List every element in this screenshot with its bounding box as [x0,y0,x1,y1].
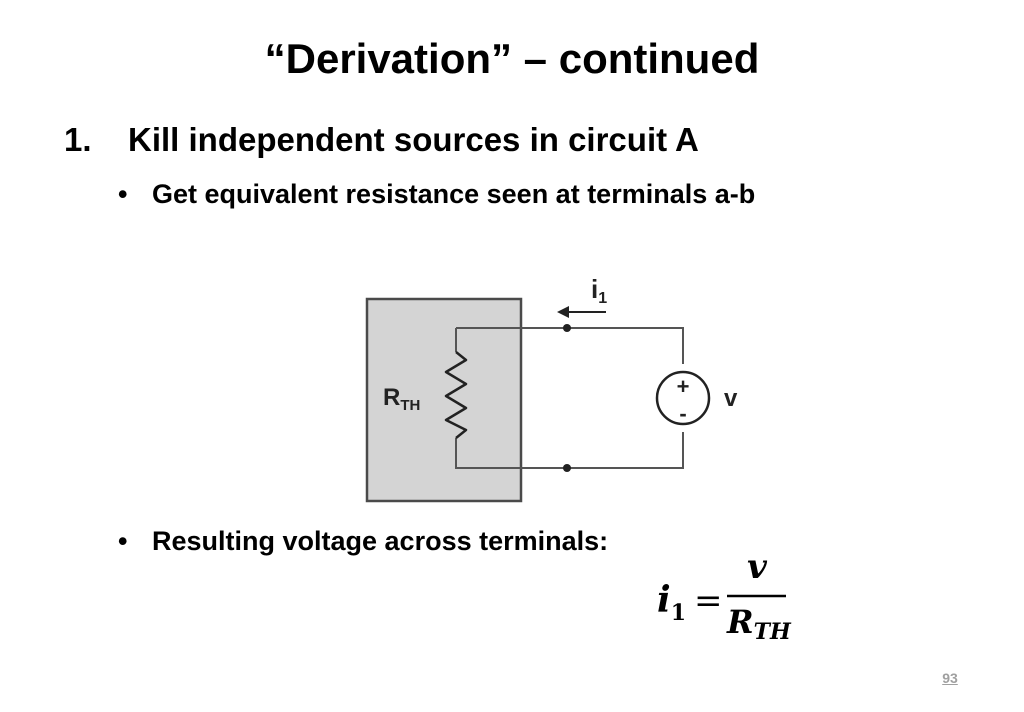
bullet-marker: • [118,526,128,556]
resistor-rth [444,351,468,439]
step-1: 1. Kill independent sources in circuit A [64,123,699,156]
voltage-source [655,370,711,426]
slide-title: “Derivation” – continued [264,35,760,82]
bullet-equivalent-resistance: • Get equivalent resistance seen at termi… [118,181,755,208]
terminal-a [563,324,571,332]
equation-denominator: RTH [726,603,792,645]
equation-numerator: v [747,547,768,587]
step-text: Kill independent sources in circuit A [128,121,699,158]
source-minus: - [679,401,686,426]
bullet-text: Resulting voltage across terminals: [152,526,609,556]
terminal-b [563,464,571,472]
bullet-marker: • [118,179,128,209]
source-label: v [724,385,738,412]
source-plus: + [677,374,690,399]
top-wire [456,327,684,364]
current-label: i1 [591,274,607,307]
bullet-resulting-voltage: • Resulting voltage across terminals: [118,528,608,555]
current-arrow-head [557,306,569,318]
equation-equals: = [694,581,723,621]
equation-lhs: i1 [657,579,686,626]
bullet-text: Get equivalent resistance seen at termin… [152,179,756,209]
step-number: 1. [64,121,92,158]
slide-number: 93 [942,670,958,686]
resistor-label: RTH [383,384,420,414]
